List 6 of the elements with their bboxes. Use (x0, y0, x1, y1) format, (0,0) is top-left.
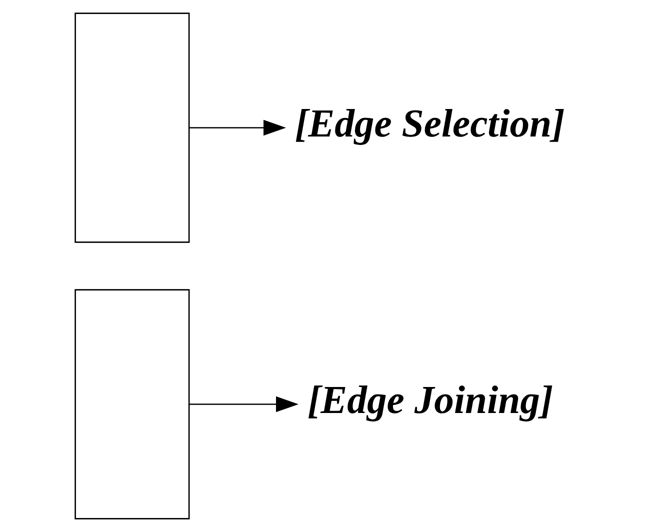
node-bracket (74, 289, 190, 520)
arrow (189, 120, 286, 136)
node-text: [Edge Joining] (307, 378, 554, 422)
arrow (189, 396, 299, 412)
node-text: [Edge Selection] (294, 101, 565, 146)
node-bracket (74, 12, 190, 243)
